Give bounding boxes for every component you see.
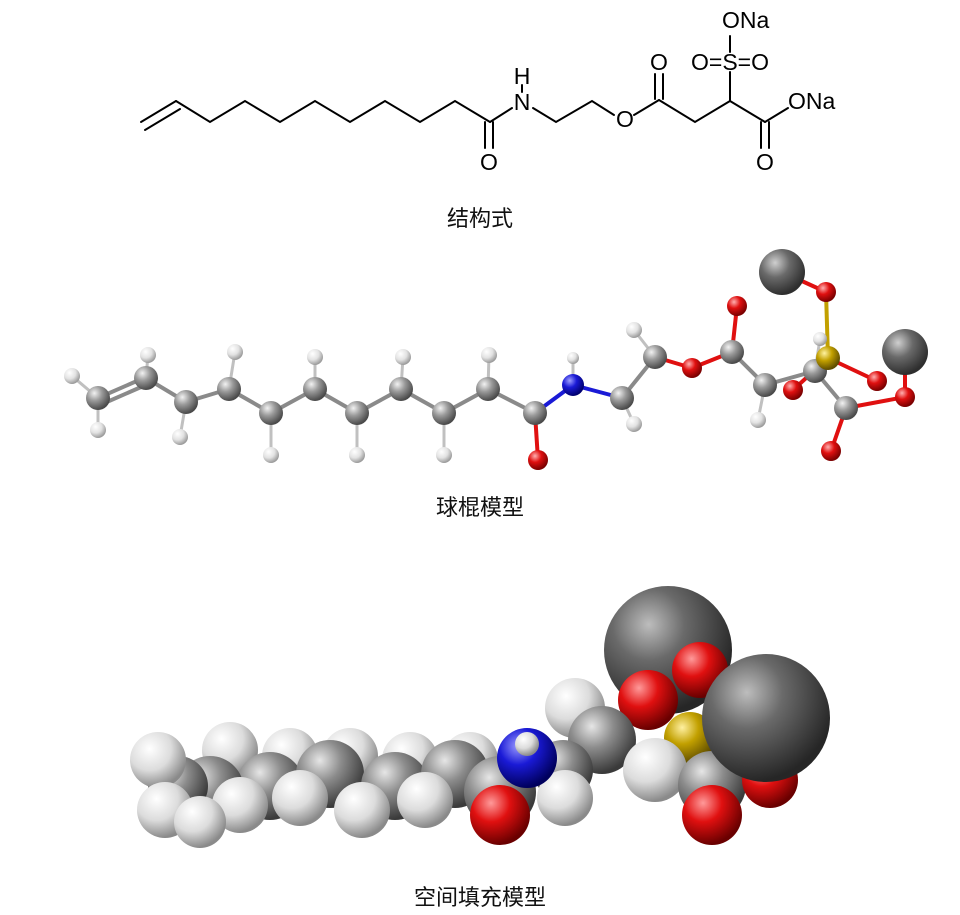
space-filling-caption: 空间填充模型 — [413, 886, 546, 911]
amide-nh-hydrogen: H — [514, 63, 531, 89]
amide-oxygen: O — [480, 149, 498, 175]
structural-formula: H N O O O O=S=O ONa ONa O — [140, 7, 836, 175]
structural-formula-caption: 结构式 — [446, 207, 513, 232]
sulfonate-group: O=S=O — [691, 49, 769, 75]
ester-carbonyl-oxygen: O — [650, 49, 668, 75]
sulfonate-ona: ONa — [722, 7, 770, 33]
space-filling-model — [130, 586, 830, 848]
carboxylate-oxygen: O — [756, 149, 774, 175]
ester-linking-oxygen: O — [616, 106, 634, 132]
amide-nitrogen: N — [514, 89, 531, 115]
ball-and-stick-caption: 球棍模型 — [435, 496, 524, 521]
ball-and-stick-model — [64, 249, 928, 470]
carboxylate-ona: ONa — [788, 88, 836, 114]
